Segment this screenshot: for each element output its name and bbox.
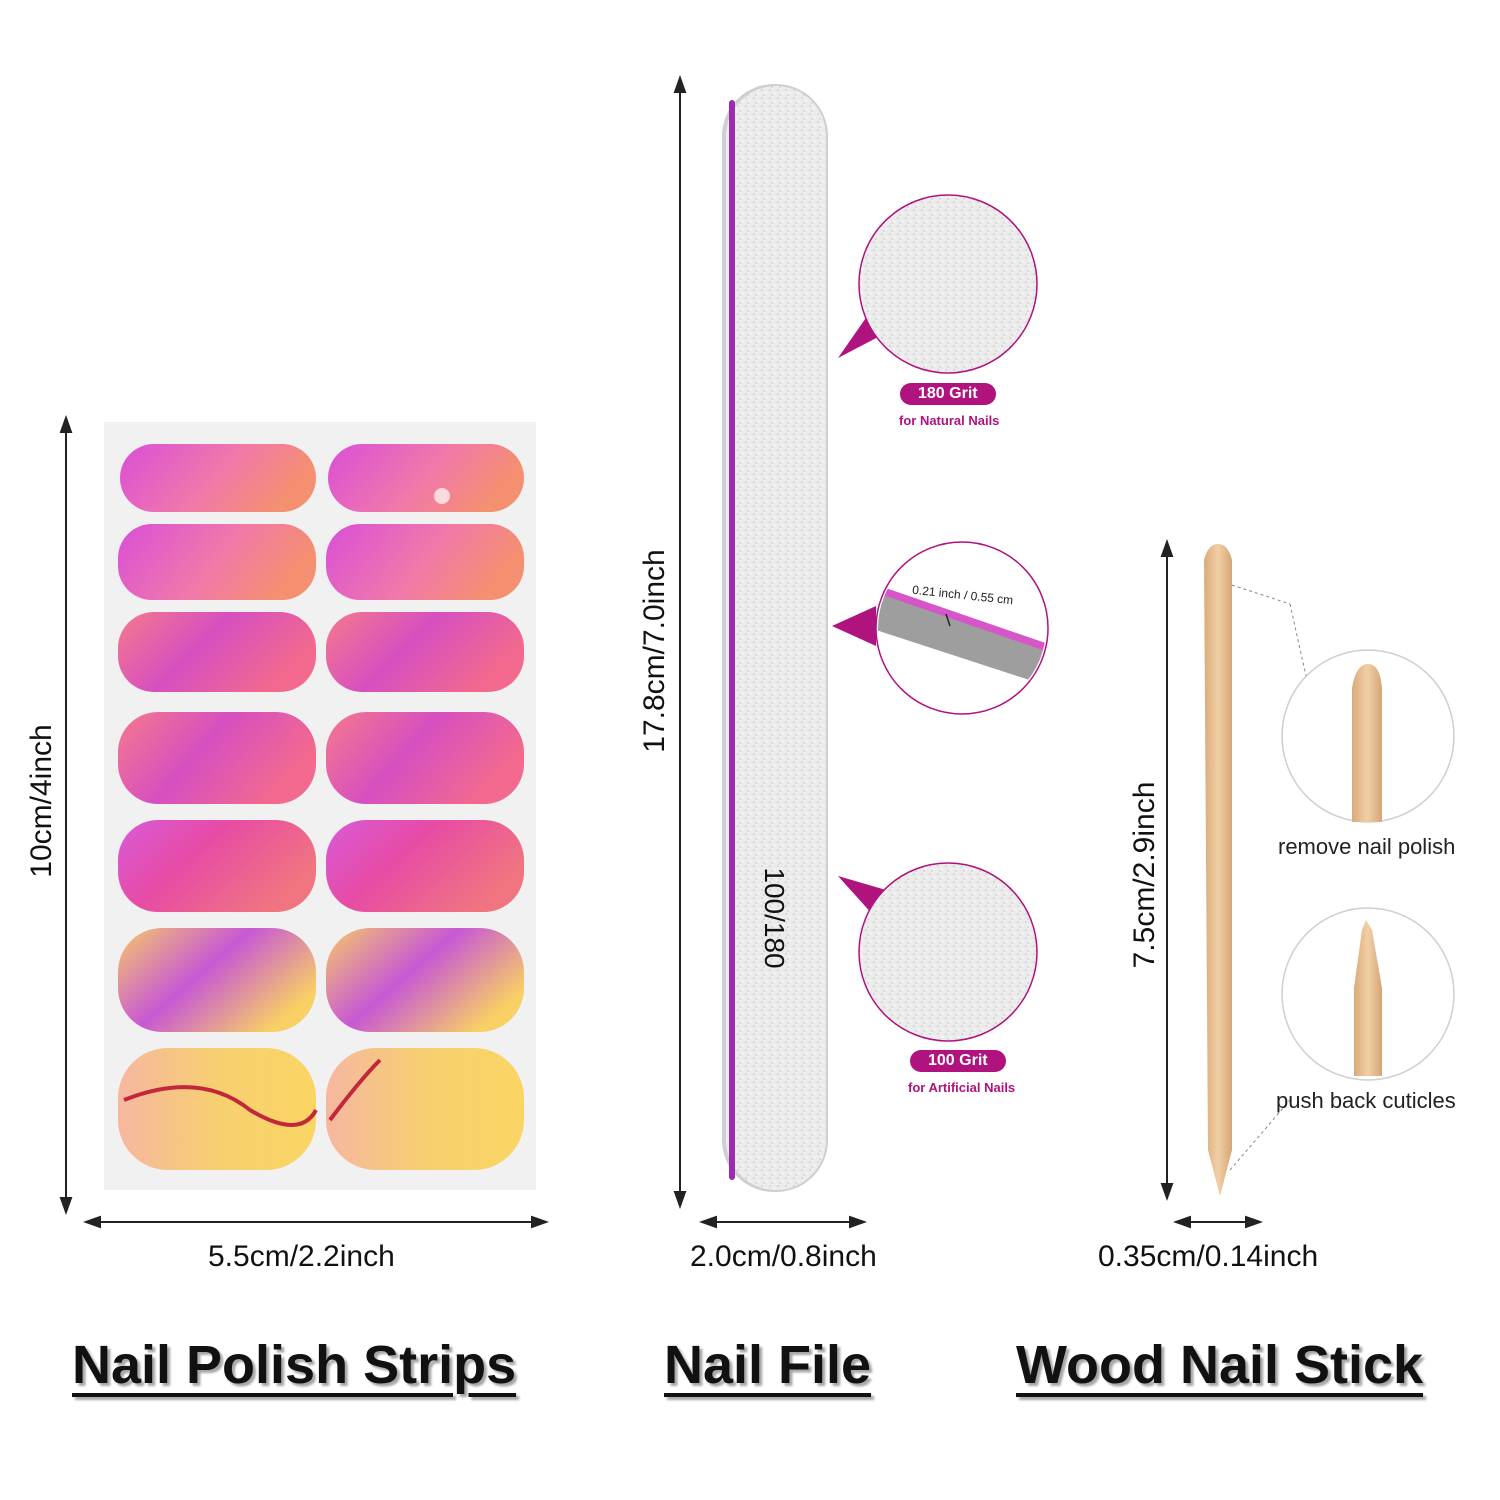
stick-width-label: 0.35cm/0.14inch [1098, 1240, 1319, 1273]
stick-callout-top-label: remove nail polish [1278, 834, 1456, 859]
stick-title: Wood Nail Stick [1016, 1335, 1424, 1395]
wood-nail-stick [1204, 544, 1232, 1196]
grit-circle-100 [838, 862, 1038, 1042]
file-length-label: 17.8cm/7.0inch [638, 549, 671, 753]
stick-callout-bottom-label: push back cuticles [1276, 1088, 1456, 1113]
file-grit-marking: 100/180 [759, 867, 790, 969]
stick-callout-bottom [1229, 907, 1455, 1171]
strip-dimension-lines [59, 415, 549, 1229]
grit-180-badge: 180 Grit [900, 383, 996, 405]
strip-height-label: 10cm/4inch [25, 724, 58, 878]
nail-strip [118, 444, 524, 1170]
stick-dimension-lines [1160, 539, 1263, 1229]
stick-length-label: 7.5cm/2.9inch [1128, 781, 1161, 969]
strip-width-label: 5.5cm/2.2inch [208, 1240, 395, 1273]
grit-100-badge: 100 Grit [910, 1050, 1006, 1072]
nail-strip-sheet [104, 422, 536, 1190]
grit-180-note: for Natural Nails [899, 413, 1000, 428]
file-dimension-lines [673, 75, 867, 1229]
nail-file [722, 84, 828, 1192]
file-width-label: 2.0cm/0.8inch [690, 1240, 877, 1273]
strips-title: Nail Polish Strips [72, 1335, 517, 1395]
grit-circle-180 [838, 194, 1038, 374]
file-title: Nail File [664, 1335, 872, 1395]
stick-callout-top [1231, 584, 1455, 823]
thickness-circle [832, 541, 1049, 715]
grit-100-note: for Artificial Nails [908, 1080, 1016, 1095]
